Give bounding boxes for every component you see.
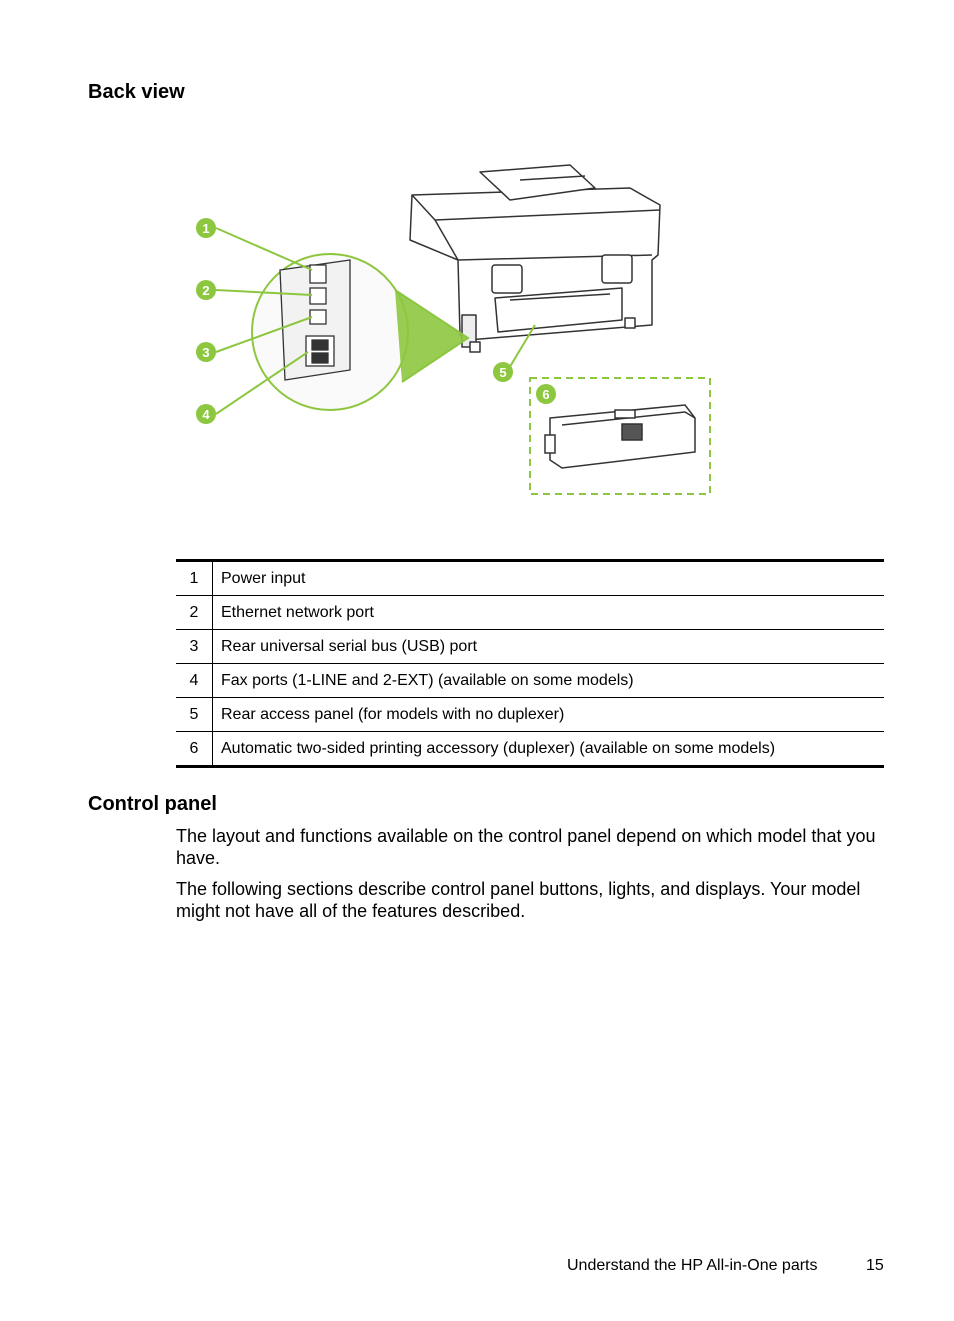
body-paragraph: The layout and functions available on th… <box>176 826 876 868</box>
usb-port <box>309 309 327 325</box>
table-row: 1 Power input <box>176 559 884 596</box>
callout-marker-2: 2 <box>196 280 216 300</box>
callout-marker-1: 1 <box>196 218 216 238</box>
printer-scanner-lid <box>434 219 653 261</box>
part-description: Rear access panel (for models with no du… <box>212 697 884 732</box>
footer-page-number: 15 <box>866 1257 884 1274</box>
callout-label-6: 6 <box>542 387 549 402</box>
callout-marker-6: 6 <box>536 384 556 404</box>
ethernet-port <box>309 287 327 305</box>
back-view-parts-table: 1 Power input 2 Ethernet network port 3 … <box>176 559 884 768</box>
callout-marker-3: 3 <box>196 342 216 362</box>
body-paragraph: The following sections describe control … <box>176 879 861 921</box>
table-row: 6 Automatic two-sided printing accessory… <box>176 731 884 768</box>
table-row: 2 Ethernet network port <box>176 595 884 630</box>
callout-label-3: 3 <box>202 345 209 360</box>
part-number: 5 <box>176 697 213 732</box>
callout-marker-5: 5 <box>493 362 513 382</box>
part-description: Fax ports (1-LINE and 2-EXT) (available … <box>212 663 884 698</box>
duplexer-dashed-box <box>529 377 711 495</box>
part-number: 4 <box>176 663 213 698</box>
section-heading-back-view: Back view <box>88 81 185 103</box>
part-description: Rear universal serial bus (USB) port <box>212 629 884 664</box>
power-input-port <box>309 264 327 284</box>
callout-label-2: 2 <box>202 283 209 298</box>
printer-back-view-illustration: 1 2 3 4 5 6 <box>196 164 711 495</box>
right-hinge <box>601 254 633 284</box>
duplexer-illustration <box>544 404 696 469</box>
part-number: 6 <box>176 731 213 768</box>
footer-chapter-title: Understand the HP All-in-One parts <box>567 1257 818 1274</box>
callout-label-1: 1 <box>202 221 209 236</box>
callout-label-4: 4 <box>202 407 210 422</box>
callout-label-5: 5 <box>499 365 506 380</box>
callout-marker-4: 4 <box>196 404 216 424</box>
part-number: 1 <box>176 559 213 596</box>
table-row: 4 Fax ports (1-LINE and 2-EXT) (availabl… <box>176 663 884 698</box>
table-row: 5 Rear access panel (for models with no … <box>176 697 884 732</box>
part-number: 3 <box>176 629 213 664</box>
port-detail-content <box>279 259 351 381</box>
left-hinge <box>491 264 523 294</box>
part-description: Ethernet network port <box>212 595 884 630</box>
part-number: 2 <box>176 595 213 630</box>
section-heading-control-panel: Control panel <box>88 793 217 815</box>
part-description: Power input <box>212 559 884 596</box>
table-row: 3 Rear universal serial bus (USB) port <box>176 629 884 664</box>
part-description: Automatic two-sided printing accessory (… <box>212 731 884 768</box>
document-feeder-tray <box>479 164 596 201</box>
